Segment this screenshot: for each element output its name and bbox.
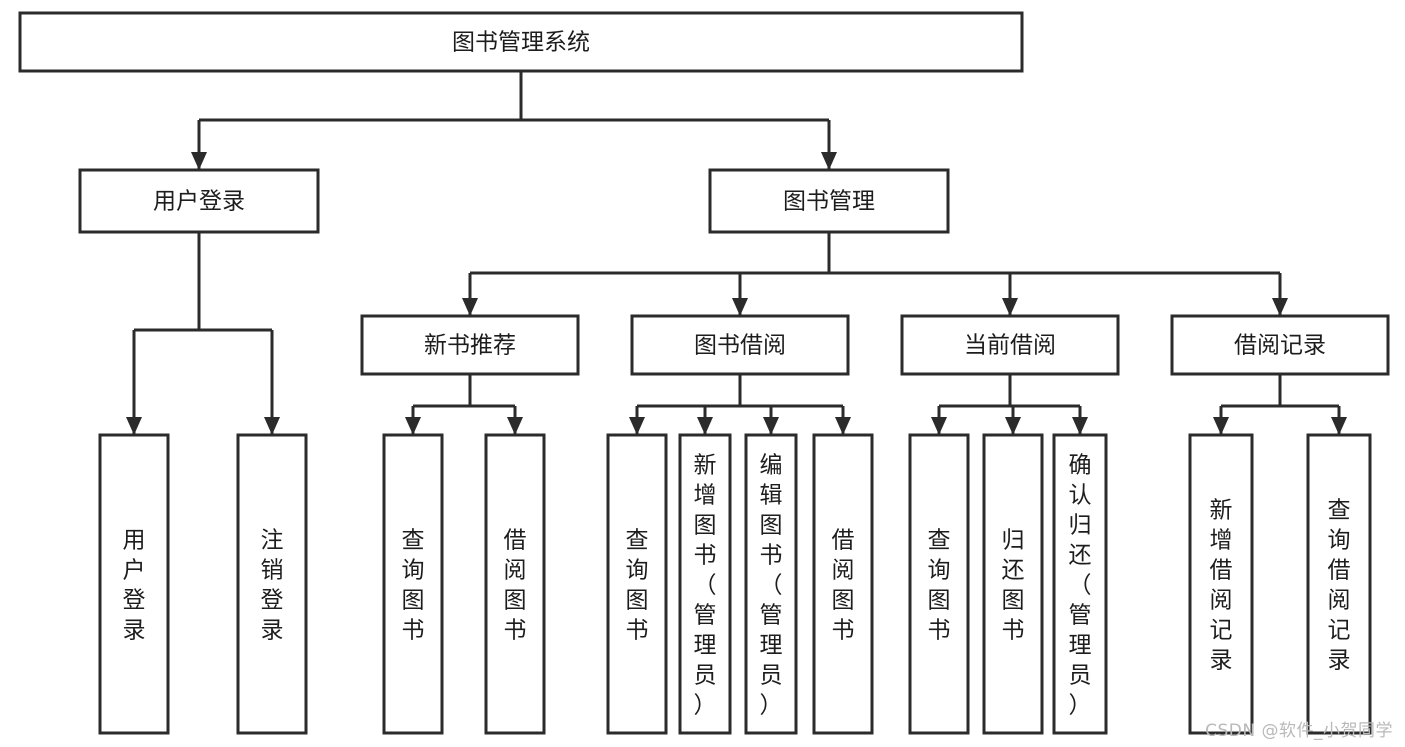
node-label: 图书管理系统	[452, 30, 590, 56]
node-leaf-user-login[interactable]: 用户登录	[98, 433, 170, 735]
node-leaf-edit-book[interactable]: 编辑图书（管理员）	[744, 433, 798, 735]
arrow-head-icon	[405, 417, 421, 435]
node-leaf-query-book-1[interactable]: 查询图书	[382, 433, 444, 735]
node-label: 图书借阅	[694, 333, 786, 359]
node-label: 当前借阅	[964, 333, 1056, 359]
node-label: 新增借阅记录	[1210, 497, 1233, 673]
node-label: 归还图书	[1002, 527, 1025, 643]
arrow-head-icon	[763, 417, 779, 435]
arrow-head-icon	[629, 417, 645, 435]
node-leaf-query-book-3[interactable]: 查询图书	[908, 433, 970, 735]
node-borrow-record[interactable]: 借阅记录	[1170, 314, 1390, 376]
node-label: 借阅记录	[1234, 333, 1326, 359]
arrow-head-icon	[931, 417, 947, 435]
node-label: 借阅图书	[832, 527, 855, 643]
node-box	[708, 168, 950, 234]
node-book-borrow[interactable]: 图书借阅	[630, 314, 850, 376]
node-new-book-rec[interactable]: 新书推荐	[360, 314, 580, 376]
node-box	[18, 11, 1024, 73]
node-leaf-return-book[interactable]: 归还图书	[982, 433, 1044, 735]
node-box	[1306, 433, 1372, 735]
node-label: 借阅图书	[504, 527, 527, 643]
node-label: 新增图书（管理员）	[694, 452, 717, 718]
arrow-head-icon	[264, 417, 280, 435]
arrow-head-icon	[1072, 417, 1088, 435]
node-label: 图书管理	[783, 189, 875, 215]
node-leaf-query-book-2[interactable]: 查询图书	[606, 433, 668, 735]
arrow-head-icon	[507, 417, 523, 435]
node-leaf-add-book[interactable]: 新增图书（管理员）	[678, 433, 732, 735]
node-box	[1188, 433, 1254, 735]
node-label: 新书推荐	[424, 333, 516, 359]
connectors-layer	[126, 71, 1347, 435]
node-box	[484, 433, 546, 735]
arrow-head-icon	[1005, 417, 1021, 435]
arrow-head-icon	[821, 152, 837, 170]
node-leaf-borrow-book-1[interactable]: 借阅图书	[484, 433, 546, 735]
node-box	[678, 433, 732, 735]
node-leaf-borrow-book-2[interactable]: 借阅图书	[812, 433, 874, 735]
node-label: 查询图书	[626, 527, 649, 643]
node-leaf-confirm-return[interactable]: 确认归还（管理员）	[1052, 433, 1108, 735]
node-box	[1170, 314, 1390, 376]
node-box	[982, 433, 1044, 735]
node-box	[236, 433, 308, 735]
node-label: 注销登录	[261, 527, 284, 643]
arrow-head-icon	[126, 417, 142, 435]
node-box	[78, 168, 320, 234]
node-box	[1052, 433, 1108, 735]
csdn-watermark: CSDN @软件_小贺同学	[1205, 721, 1393, 741]
arrow-head-icon	[1002, 298, 1018, 316]
node-box	[908, 433, 970, 735]
node-label: 用户登录	[123, 527, 146, 643]
node-box	[812, 433, 874, 735]
node-box	[360, 314, 580, 376]
node-box	[382, 433, 444, 735]
arrow-head-icon	[462, 298, 478, 316]
node-box	[98, 433, 170, 735]
node-label: 用户登录	[153, 189, 245, 215]
arrow-head-icon	[732, 298, 748, 316]
node-current-borrow[interactable]: 当前借阅	[900, 314, 1120, 376]
node-label: 编辑图书（管理员）	[760, 452, 783, 718]
nodes-layer: 图书管理系统用户登录图书管理新书推荐图书借阅当前借阅借阅记录用户登录注销登录查询…	[18, 11, 1390, 735]
arrow-head-icon	[697, 417, 713, 435]
node-box	[744, 433, 798, 735]
arrow-head-icon	[191, 152, 207, 170]
node-book-manage[interactable]: 图书管理	[708, 168, 950, 234]
node-leaf-user-logout[interactable]: 注销登录	[236, 433, 308, 735]
node-box	[606, 433, 668, 735]
node-root[interactable]: 图书管理系统	[18, 11, 1024, 73]
arrow-head-icon	[1213, 417, 1229, 435]
node-label: 查询图书	[928, 527, 951, 643]
node-label: 确认归还（管理员）	[1069, 452, 1092, 718]
arrow-head-icon	[1272, 298, 1288, 316]
node-leaf-add-record[interactable]: 新增借阅记录	[1188, 433, 1254, 735]
node-user-login[interactable]: 用户登录	[78, 168, 320, 234]
node-label: 查询图书	[402, 527, 425, 643]
node-box	[630, 314, 850, 376]
node-label: 查询借阅记录	[1328, 497, 1351, 673]
node-leaf-query-record[interactable]: 查询借阅记录	[1306, 433, 1372, 735]
node-box	[900, 314, 1120, 376]
arrow-head-icon	[835, 417, 851, 435]
arrow-head-icon	[1331, 417, 1347, 435]
